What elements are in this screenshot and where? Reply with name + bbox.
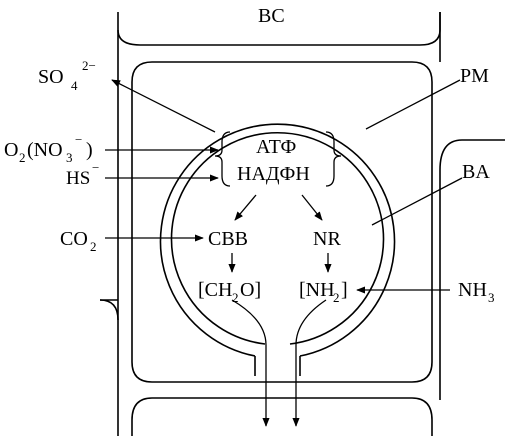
pathway-arrows bbox=[228, 194, 332, 273]
no3-base: (NO bbox=[27, 139, 63, 161]
label-ba: BA bbox=[462, 161, 490, 183]
energy-braces bbox=[214, 131, 342, 187]
so4-base: SO bbox=[38, 66, 64, 88]
o2-sub: 2 bbox=[19, 150, 26, 165]
so4-sup: 2− bbox=[82, 58, 96, 73]
host-cell-boundary bbox=[131, 61, 433, 436]
hs-sup: − bbox=[92, 160, 99, 175]
label-pm: PM bbox=[460, 65, 489, 87]
o2-base: O bbox=[4, 139, 18, 161]
label-nadph: НАДФН bbox=[237, 163, 310, 185]
pointer-lines bbox=[111, 79, 463, 226]
label-so4: SO 4 2− bbox=[38, 58, 96, 93]
label-ch2o: [CH 2 O] bbox=[198, 279, 261, 305]
nh3-base: NH bbox=[458, 279, 487, 301]
label-co2: CO 2 bbox=[60, 228, 97, 254]
co2-base: CO bbox=[60, 228, 88, 250]
no3-sub: 3 bbox=[66, 150, 73, 165]
ch2o-open: [CH bbox=[198, 279, 232, 301]
label-nh3: NH 3 bbox=[458, 279, 495, 305]
no3-close: ) bbox=[86, 139, 93, 161]
label-nr: NR bbox=[313, 228, 341, 250]
nh3-sub: 3 bbox=[488, 290, 495, 305]
hs-base: HS bbox=[66, 168, 90, 189]
label-o2-no3: O 2 (NO 3 − ) bbox=[4, 132, 93, 165]
nh2-open: [NH bbox=[299, 279, 335, 301]
nh2-close: ] bbox=[341, 279, 348, 301]
co2-sub: 2 bbox=[90, 239, 97, 254]
ch2o-close: O] bbox=[240, 279, 261, 301]
label-nh2: [NH 2 ] bbox=[299, 279, 348, 305]
no3-sup: − bbox=[75, 132, 82, 147]
ch2o-sub: 2 bbox=[232, 290, 239, 305]
label-hs: HS − bbox=[66, 160, 99, 189]
input-arrows bbox=[105, 146, 450, 294]
label-atp: АТФ bbox=[256, 136, 296, 158]
so4-sub: 4 bbox=[71, 78, 78, 93]
nh2-sub: 2 bbox=[333, 290, 340, 305]
bacteroid bbox=[159, 123, 396, 376]
export-arrows bbox=[231, 299, 327, 427]
cell-wall-lines bbox=[99, 12, 505, 436]
label-bc: BC bbox=[258, 5, 285, 27]
label-cbb: CBB bbox=[208, 228, 248, 250]
